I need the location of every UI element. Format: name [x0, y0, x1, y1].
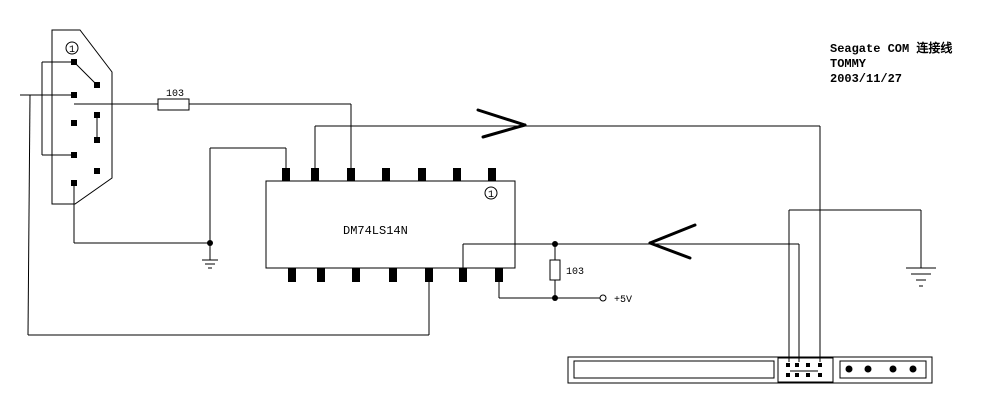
chip-pin-bottom: [317, 268, 325, 282]
chip-pin-top: [382, 168, 390, 181]
chip-label: DM74LS14N: [343, 224, 408, 238]
chip-pin-bottom: [352, 268, 360, 282]
connector-pin: [71, 180, 77, 186]
chip-pin1-marker-circle: [484, 186, 498, 200]
power-pin: [864, 365, 872, 373]
junction-dot: [552, 241, 558, 247]
chip-pin-top: [488, 168, 496, 181]
db9-connector-outline: [51, 29, 113, 205]
chip-pin-top: [347, 168, 355, 181]
chip-pin-bottom: [425, 268, 433, 282]
power-pin: [889, 365, 897, 373]
chip-pin-top: [453, 168, 461, 181]
chip-pin-top: [311, 168, 319, 181]
chip-pin-top: [282, 168, 290, 181]
chip-pin-bottom: [495, 268, 503, 282]
resistor-top-value: 103: [166, 89, 184, 100]
wires: [27, 94, 922, 362]
connector-pins: [71, 59, 100, 186]
ground-symbol-right: [906, 267, 936, 287]
connector-pin: [71, 152, 77, 158]
arrow-stroke: [648, 223, 697, 245]
chip-pins: [282, 168, 503, 282]
connector-jumper-diagonal: [73, 61, 98, 86]
power-terminal-circle: [599, 294, 607, 302]
chip-pin-top: [418, 168, 426, 181]
drive-pin: [786, 363, 790, 367]
connector-pin: [94, 168, 100, 174]
connector-pin1-marker: 1: [69, 45, 75, 56]
resistor-right-body: [549, 259, 561, 281]
chip-pin-bottom: [459, 268, 467, 282]
title-block: Seagate COM 连接线 TOMMY 2003/11/27: [830, 42, 952, 87]
chip-pin1-marker: 1: [488, 190, 494, 201]
connector-pin: [94, 82, 100, 88]
arrow-left: [648, 223, 697, 260]
chip-pin-bottom: [288, 268, 296, 282]
drive-pin: [795, 373, 799, 377]
arrow-stroke: [648, 241, 692, 260]
power-pin: [909, 365, 917, 373]
junction-dot: [207, 240, 213, 246]
resistor-top-body: [157, 98, 190, 111]
drive-pin: [818, 363, 822, 367]
connector-pin: [71, 120, 77, 126]
title-line-1: Seagate COM 连接线: [830, 42, 953, 56]
arrow-stroke: [481, 123, 527, 139]
connector-pin: [71, 59, 77, 65]
drive-pin: [806, 373, 810, 377]
junctions: [207, 240, 558, 301]
drive-connector-power-block: [839, 360, 927, 379]
db9-connector: 1: [20, 29, 113, 205]
title-line-author: TOMMY: [830, 57, 867, 71]
seagate-drive-connector: [567, 356, 933, 384]
power-label: +5V: [614, 295, 632, 306]
power-terminal: +5V: [599, 294, 632, 306]
connector-pin: [71, 92, 77, 98]
arrows: [476, 108, 697, 260]
connector-pin: [94, 137, 100, 143]
resistor-right-value: 103: [566, 267, 584, 278]
title-line-date: 2003/11/27: [830, 72, 903, 86]
ground-symbol-left: [202, 259, 218, 269]
connector-pin: [94, 112, 100, 118]
drive-connector-outer: [567, 356, 933, 384]
drive-connector-jumper-block: [777, 357, 834, 383]
chip-dm74ls14n: DM74LS14N 1: [265, 180, 516, 269]
power-pin: [845, 365, 853, 373]
wire: [27, 94, 31, 336]
arrow-right: [476, 108, 527, 139]
drive-pin: [786, 373, 790, 377]
drive-pin: [818, 373, 822, 377]
resistor-top: 103: [74, 89, 352, 170]
junction-dot: [552, 295, 558, 301]
drive-connector-pins: [786, 363, 917, 377]
arrow-stroke: [476, 108, 527, 127]
drive-connector-slot: [573, 360, 775, 379]
drive-pin: [806, 363, 810, 367]
chip-pin-bottom: [389, 268, 397, 282]
connector-pin1-marker-circle: [65, 41, 79, 55]
drive-pin: [795, 363, 799, 367]
resistor-right: 103: [549, 259, 584, 281]
